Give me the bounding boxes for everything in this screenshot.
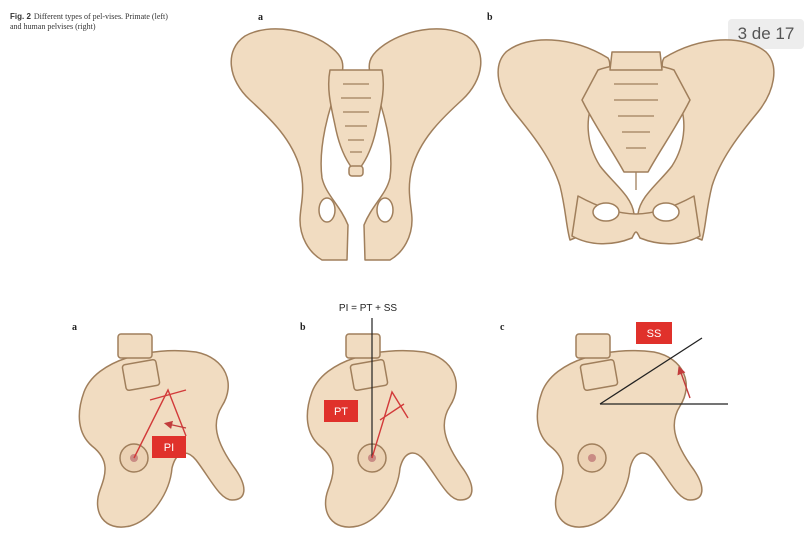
primate-left-ilium (231, 29, 348, 260)
formula-pi-pt-ss: PI = PT + SS (339, 303, 398, 314)
tag-ss-label: SS (647, 328, 662, 340)
tag-pi-label: PI (164, 442, 174, 454)
lateral-pelvis-b (307, 334, 472, 527)
primate-pelvis-illustration (231, 29, 481, 260)
primate-right-ilium (364, 29, 481, 260)
human-pelvis-illustration (498, 40, 774, 244)
human-sacrum (582, 64, 690, 172)
tag-pt-label: PT (334, 406, 348, 418)
lateral-pelvis-c (537, 334, 702, 527)
primate-coccyx (349, 166, 363, 176)
human-pubic-arch (572, 196, 700, 244)
human-vertebra (610, 52, 662, 70)
primate-sacrum (329, 70, 384, 168)
lateral-pelvis-a (79, 334, 244, 527)
